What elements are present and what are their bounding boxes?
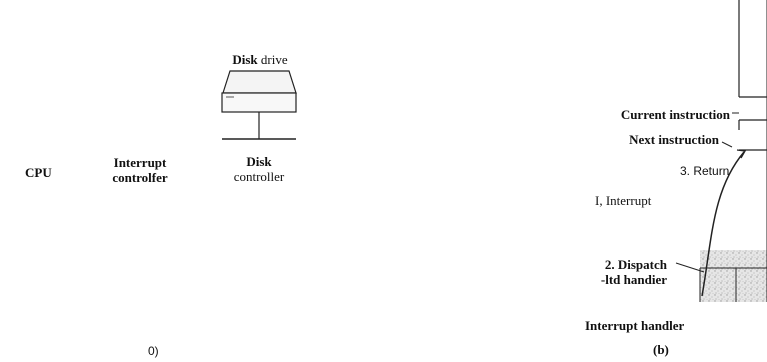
return-arrowhead bbox=[736, 149, 747, 159]
interrupt-controller-line1: Interrupt bbox=[113, 155, 167, 170]
step3-return-label: 3. Return bbox=[680, 164, 730, 178]
step2-dispatch-label: 2. Dispatch -ltd handier bbox=[601, 257, 667, 287]
panel-a-caption: 0) bbox=[148, 344, 159, 358]
cpu-label: CPU bbox=[25, 165, 52, 180]
step2-line2: -ltd handier bbox=[600, 272, 667, 287]
disk-drive-icon bbox=[221, 70, 297, 140]
panel-b-caption: (b) bbox=[653, 342, 669, 357]
memory-column bbox=[699, 0, 767, 302]
step1-interrupt-label: I, Interrupt bbox=[595, 193, 652, 208]
next-instruction-label: Next instruction bbox=[629, 132, 719, 147]
disk-controller-line1: Disk bbox=[246, 154, 272, 169]
interrupt-controller-line2: controlfer bbox=[112, 170, 168, 185]
disk-controller-line2: controller bbox=[233, 169, 285, 184]
interrupt-handler-label: Interrupt handler bbox=[585, 318, 685, 333]
disk-drive-title: Disk drive bbox=[232, 52, 288, 67]
next-instruction-pointer bbox=[721, 141, 733, 148]
interrupt-controller-label: Interrupt controlfer bbox=[102, 155, 178, 185]
current-instruction-label: Current instruction bbox=[620, 107, 730, 122]
step2-line1: 2. Dispatch bbox=[604, 257, 667, 272]
return-arrow bbox=[701, 151, 745, 297]
dispatch-pointer bbox=[675, 262, 705, 273]
disk-controller-label: Disk controller bbox=[214, 154, 304, 184]
